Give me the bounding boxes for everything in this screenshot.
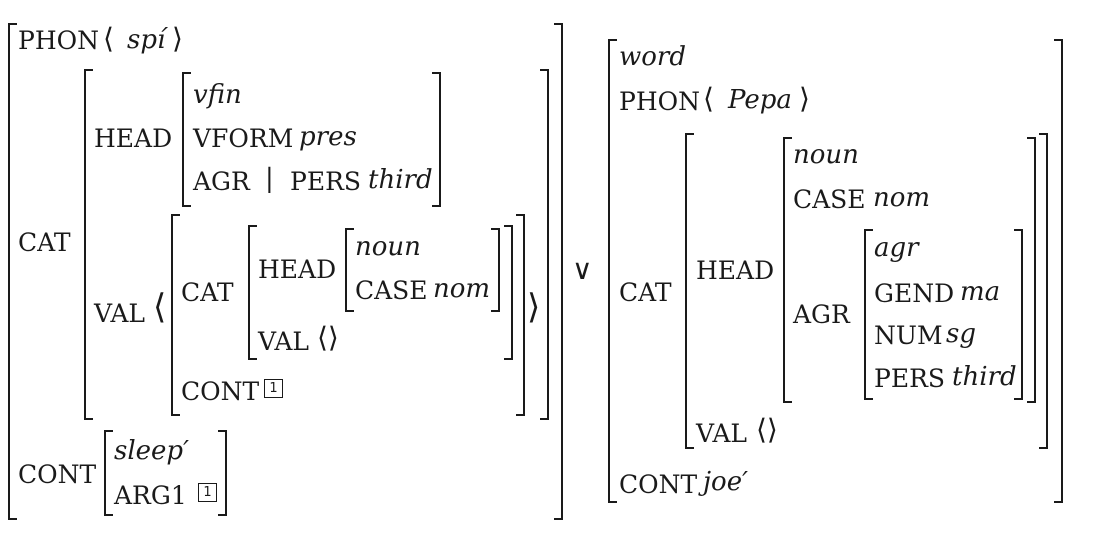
left-val-label: VAL bbox=[94, 299, 146, 328]
right-agr-bracket-close bbox=[1014, 229, 1023, 400]
right-head-label: HEAD bbox=[696, 256, 775, 285]
right-head-bracket-open bbox=[783, 137, 792, 403]
left-val-langle: ⟨ bbox=[153, 287, 167, 327]
left-cont-type: sleep′ bbox=[114, 436, 189, 466]
left-pers-label: PERS bbox=[290, 167, 362, 196]
disjunction-operator: ∨ bbox=[572, 253, 593, 286]
right-phon-rangle: ⟩ bbox=[799, 82, 810, 115]
right-cat-bracket-open bbox=[685, 133, 694, 449]
left-inner-case-label: CASE bbox=[355, 276, 428, 305]
left-head-label: HEAD bbox=[94, 124, 173, 153]
left-inner-val-list: ⟨⟩ bbox=[317, 321, 339, 354]
left-arg1-label: ARG1 bbox=[114, 481, 187, 510]
right-type: word bbox=[619, 42, 686, 72]
left-inner-head-bracket-open bbox=[345, 228, 354, 312]
right-num-value: sg bbox=[946, 319, 976, 349]
left-avm-bracket-open bbox=[8, 23, 17, 520]
right-case-value: nom bbox=[873, 183, 931, 213]
right-gend-value: ma bbox=[960, 277, 1001, 307]
left-phon-rangle: ⟩ bbox=[172, 22, 183, 55]
right-val-list: ⟨⟩ bbox=[756, 413, 778, 446]
right-avm-bracket-open bbox=[608, 39, 617, 503]
left-pers-value: third bbox=[368, 165, 433, 195]
left-phon-value: spí bbox=[127, 25, 166, 55]
left-inner-head-bracket-close bbox=[491, 228, 500, 312]
left-head-bracket-open bbox=[182, 72, 191, 207]
right-phon-langle: ⟨ bbox=[703, 82, 714, 115]
right-agr-bracket-open bbox=[864, 229, 873, 400]
left-agr-separator: | bbox=[265, 164, 274, 194]
right-val-label: VAL bbox=[696, 419, 748, 448]
left-cat-label: CAT bbox=[18, 228, 71, 257]
left-inner-cont-label: CONT bbox=[181, 377, 260, 406]
right-num-label: NUM bbox=[874, 321, 943, 350]
left-inner-case-value: nom bbox=[433, 274, 491, 304]
left-inner-cat-bracket-open bbox=[248, 225, 257, 360]
left-cont-bracket-close bbox=[218, 430, 227, 516]
left-arg1-tag: 1 bbox=[198, 483, 217, 502]
right-cont-label: CONT bbox=[619, 470, 698, 499]
left-inner-cont-tag: 1 bbox=[264, 379, 283, 398]
left-inner-head-type: noun bbox=[355, 232, 421, 262]
left-cat-bracket-close bbox=[540, 69, 549, 420]
right-cat-bracket-close bbox=[1039, 133, 1048, 449]
left-inner-cat-label: CAT bbox=[181, 278, 234, 307]
right-cat-label: CAT bbox=[619, 278, 672, 307]
left-cont-bracket-open bbox=[104, 430, 113, 516]
left-head-bracket-close bbox=[432, 72, 441, 207]
left-vform-value: pres bbox=[299, 122, 357, 152]
right-pers-value: third bbox=[952, 362, 1017, 392]
left-inner-cat-bracket-close bbox=[504, 225, 513, 360]
left-inner-val-label: VAL bbox=[258, 327, 310, 356]
left-inner-head-label: HEAD bbox=[258, 255, 337, 284]
left-val-rangle: ⟩ bbox=[527, 287, 541, 327]
right-case-label: CASE bbox=[793, 185, 866, 214]
left-vform-label: VFORM bbox=[193, 124, 294, 153]
right-cont-value: joe′ bbox=[703, 467, 749, 497]
right-agr-type: agr bbox=[874, 233, 919, 263]
right-pers-label: PERS bbox=[874, 364, 946, 393]
left-val-bracket-open bbox=[171, 214, 180, 416]
left-cont-label: CONT bbox=[18, 460, 97, 489]
right-phon-label: PHON bbox=[619, 87, 700, 116]
right-avm-bracket-close bbox=[1054, 39, 1063, 503]
left-phon-label: PHON bbox=[18, 26, 99, 55]
left-agr-label: AGR bbox=[193, 167, 250, 196]
left-cat-bracket-open bbox=[84, 69, 93, 420]
left-phon-langle: ⟨ bbox=[103, 22, 114, 55]
left-head-type: vfin bbox=[193, 80, 242, 110]
left-val-bracket-close bbox=[516, 214, 525, 416]
right-head-bracket-close bbox=[1027, 137, 1036, 403]
right-gend-label: GEND bbox=[874, 279, 955, 308]
right-head-type: noun bbox=[793, 140, 859, 170]
right-agr-label: AGR bbox=[793, 300, 850, 329]
right-phon-value: Pepa bbox=[728, 85, 792, 115]
left-avm-bracket-close bbox=[554, 23, 563, 520]
